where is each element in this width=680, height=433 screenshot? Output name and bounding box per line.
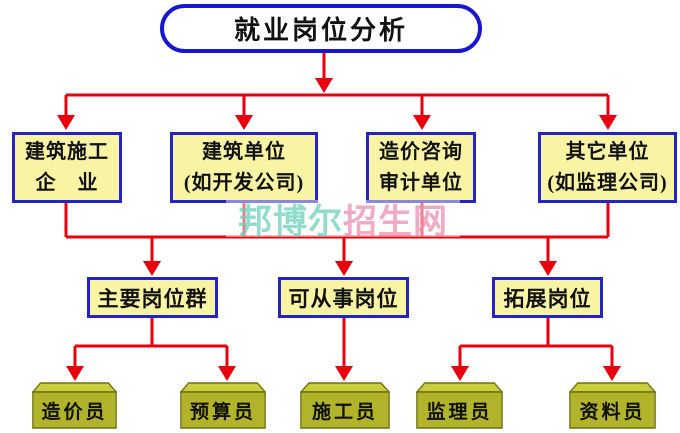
cube-shape (300, 382, 390, 429)
site-watermark: 邦博尔招生网 (226, 200, 460, 241)
node-label-line2: (如开发公司) (183, 171, 305, 194)
node-label: 施工员 (311, 402, 378, 423)
node-extended-positions: 拓展岗位 (492, 277, 603, 318)
node-cost-consulting-audit: 造价咨询 审计单位 (366, 132, 476, 203)
node-available-positions: 可从事岗位 (278, 277, 409, 318)
watermark-text-teal: 邦博尔 (238, 204, 343, 241)
node-budget-officer: 预算员 (180, 382, 266, 429)
node-label: 造价员 (41, 402, 108, 423)
root-node-label: 就业岗位分析 (233, 16, 408, 45)
node-label-line2: 审计单位 (379, 171, 463, 194)
node-label-line1: 其它单位 (565, 140, 650, 163)
connector-paths (64, 53, 614, 368)
node-construction-enterprise: 建筑施工 企 业 (12, 132, 122, 203)
watermark-text-pink: 招生网 (343, 204, 448, 241)
node-label-line2: 企 业 (35, 171, 99, 194)
arrowheads (57, 78, 621, 381)
node-other-units: 其它单位 (如监理公司) (538, 132, 677, 203)
root-node-employment-analysis: 就业岗位分析 (160, 4, 482, 53)
node-construction-worker: 施工员 (300, 382, 390, 429)
node-development-company: 建筑单位 (如开发公司) (170, 132, 318, 203)
node-label: 可从事岗位 (288, 286, 399, 311)
node-label: 拓展岗位 (503, 286, 592, 311)
node-document-clerk: 资料员 (569, 382, 656, 429)
cube-shape (180, 382, 266, 429)
node-label-line1: 建筑单位 (202, 140, 286, 163)
cube-shape (32, 382, 117, 429)
node-label: 主要岗位群 (97, 286, 208, 311)
node-label: 预算员 (189, 402, 256, 423)
node-label-line1: 建筑施工 (25, 140, 109, 163)
node-label-line2: (如监理公司) (547, 171, 668, 194)
node-label: 资料员 (579, 402, 646, 423)
cube-shape (416, 382, 503, 429)
cube-shape (569, 382, 656, 429)
node-label: 监理员 (426, 402, 493, 423)
node-label-line1: 造价咨询 (379, 140, 463, 163)
node-main-position-group: 主要岗位群 (87, 277, 218, 318)
node-supervisor: 监理员 (416, 382, 503, 429)
node-cost-estimator: 造价员 (32, 382, 117, 429)
